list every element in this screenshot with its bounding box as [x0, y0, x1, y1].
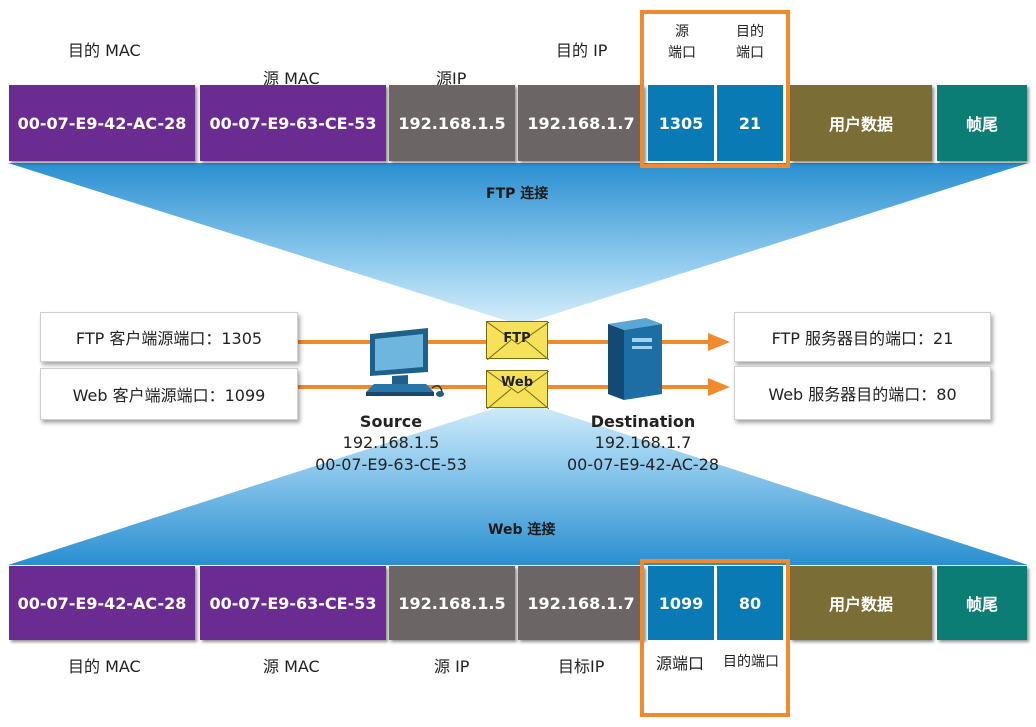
- web-src-ip-cell: 192.168.1.5: [389, 566, 515, 640]
- web-funnel: [8, 400, 1028, 565]
- ftp-connection-label: FTP 连接: [486, 186, 549, 202]
- web-envelope: Web: [486, 370, 549, 409]
- web-connection-label: Web 连接: [488, 522, 556, 538]
- ftp-dst-ip-label: 目的 IP: [556, 41, 608, 60]
- web-dst-ip-cell: 192.168.1.7: [518, 566, 644, 640]
- ftp-src-mac-cell: 00-07-E9-63-CE-53: [200, 85, 386, 161]
- destination-mac: 00-07-E9-42-AC-28: [566, 455, 720, 474]
- ftp-server-port-box: FTP 服务器目的端口：21: [734, 312, 991, 362]
- ftp-dst-port-cell: 21: [717, 85, 783, 161]
- web-dst-mac-cell: 00-07-E9-42-AC-28: [9, 566, 195, 640]
- ftp-dst-mac-cell: 00-07-E9-42-AC-28: [9, 85, 195, 161]
- web-dst-port-label: 目的端口: [723, 654, 779, 670]
- ftp-dst-mac-label: 目的 MAC: [68, 41, 141, 60]
- ftp-src-mac-label: 源 MAC: [263, 69, 320, 88]
- source-ip: 192.168.1.5: [342, 433, 440, 452]
- ftp-client-port-box: FTP 客户端源端口：1305: [40, 312, 298, 362]
- web-envelope-label: Web: [501, 375, 533, 390]
- destination-ip: 192.168.1.7: [594, 433, 692, 452]
- ftp-src-ip-cell: 192.168.1.5: [389, 85, 515, 161]
- source-mac: 00-07-E9-63-CE-53: [315, 455, 467, 474]
- web-port-highlight: [640, 559, 790, 717]
- ftp-trailer-cell: 帧尾: [937, 85, 1027, 161]
- web-arrowhead: [708, 378, 730, 396]
- web-dst-ip-label: 目标IP: [558, 657, 605, 676]
- ftp-arrowhead: [708, 333, 730, 351]
- web-server-port-box: Web 服务器目的端口：80: [734, 366, 991, 420]
- ftp-funnel: [8, 163, 1028, 325]
- ftp-port-highlight: [640, 10, 790, 168]
- ftp-envelope: FTP: [486, 321, 549, 360]
- ftp-dst-ip-cell: 192.168.1.7: [518, 85, 644, 161]
- web-dst-port-cell: 80: [717, 566, 783, 640]
- source-name: Source: [359, 412, 423, 431]
- ftp-envelope-label: FTP: [503, 331, 531, 346]
- web-src-mac-cell: 00-07-E9-63-CE-53: [200, 566, 386, 640]
- computer-icon: [366, 328, 444, 397]
- web-src-port-cell: 1099: [648, 566, 714, 640]
- web-dst-mac-label: 目的 MAC: [68, 657, 141, 676]
- web-src-mac-label: 源 MAC: [263, 657, 320, 676]
- web-user-data-cell: 用户数据: [790, 566, 932, 640]
- ftp-dst-port-label: 目的 端口: [736, 24, 764, 61]
- ftp-user-data-cell: 用户数据: [790, 85, 932, 161]
- ftp-src-port-label: 源 端口: [668, 24, 696, 61]
- web-trailer-cell: 帧尾: [937, 566, 1027, 640]
- ftp-src-ip-label: 源IP: [436, 69, 467, 88]
- destination-name: Destination: [590, 412, 696, 431]
- ftp-src-port-cell: 1305: [648, 85, 714, 161]
- web-src-ip-label: 源 IP: [434, 657, 470, 676]
- server-icon: [608, 318, 662, 400]
- web-src-port-label: 源端口: [656, 654, 705, 673]
- web-client-port-box: Web 客户端源端口：1099: [40, 368, 298, 420]
